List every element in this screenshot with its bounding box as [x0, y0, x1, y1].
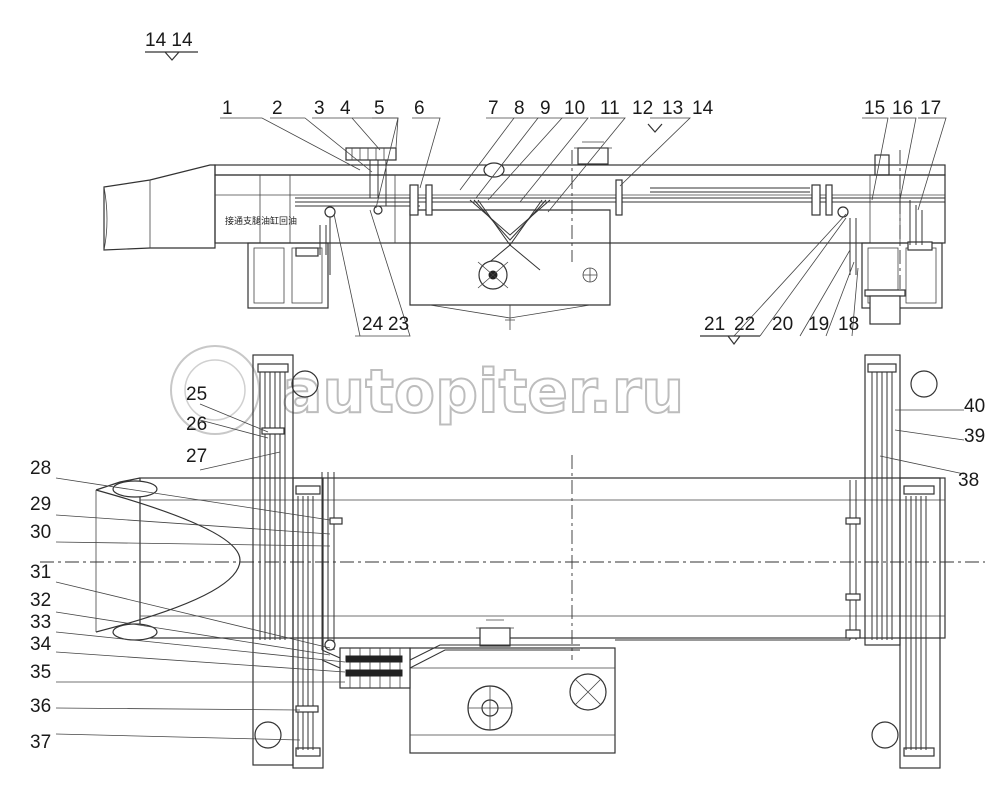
- inline-note: 接通支腿油缸回油: [225, 215, 297, 227]
- section-header-label: 14 14: [145, 30, 193, 51]
- callout-24: 24: [362, 314, 384, 335]
- callout-20: 20: [772, 314, 793, 335]
- callout-10: 10: [564, 98, 585, 119]
- callout-17: 17: [920, 98, 941, 119]
- watermark-text: autopiter.ru: [282, 357, 684, 427]
- callout-31: 31: [30, 562, 51, 583]
- callout-16: 16: [892, 98, 913, 119]
- callout-21: 21: [704, 314, 725, 335]
- callout-15: 15: [864, 98, 885, 119]
- callout-39: 39: [964, 426, 985, 447]
- callout-14: 14: [692, 98, 714, 119]
- top-leader-lines: [220, 117, 947, 345]
- callouts-bottom: 25 26 27 28 29 30 31 32 33 34 35 36 37 3…: [30, 384, 985, 753]
- callout-35: 35: [30, 662, 51, 683]
- callout-9: 9: [540, 98, 551, 119]
- callout-11: 11: [600, 98, 620, 119]
- callout-7: 7: [488, 98, 499, 119]
- callout-3: 3: [314, 98, 325, 119]
- callouts-top: 1 2 3 4 5 6 7 8 9 10 11 12 13 14 15 16 1…: [222, 98, 941, 335]
- callout-25: 25: [186, 384, 207, 405]
- side-elevation-view: 接通支腿油缸回油: [103, 141, 946, 330]
- watermark: autopiter.ru: [170, 345, 685, 435]
- bottom-leader-lines: [55, 403, 965, 741]
- callout-29: 29: [30, 494, 51, 515]
- section-header: 14 14: [145, 30, 198, 61]
- callout-23: 23: [388, 314, 409, 335]
- plan-view: [40, 354, 985, 769]
- callout-26: 26: [186, 414, 207, 435]
- callout-30: 30: [30, 522, 51, 543]
- callout-1: 1: [222, 98, 233, 119]
- callout-36: 36: [30, 696, 51, 717]
- callout-19: 19: [808, 314, 829, 335]
- callout-2: 2: [272, 98, 283, 119]
- callout-22: 22: [734, 314, 755, 335]
- callout-4: 4: [340, 98, 351, 119]
- callout-13: 13: [662, 98, 683, 119]
- callout-28: 28: [30, 458, 51, 479]
- callout-18: 18: [838, 314, 859, 335]
- callout-33: 33: [30, 612, 51, 633]
- callout-34: 34: [30, 634, 52, 655]
- callout-38: 38: [958, 470, 979, 491]
- callout-37: 37: [30, 732, 51, 753]
- callout-40: 40: [964, 396, 985, 417]
- callout-32: 32: [30, 590, 51, 611]
- callout-5: 5: [374, 98, 385, 119]
- callout-6: 6: [414, 98, 425, 119]
- callout-12: 12: [632, 98, 653, 119]
- callout-27: 27: [186, 446, 207, 467]
- callout-8: 8: [514, 98, 525, 119]
